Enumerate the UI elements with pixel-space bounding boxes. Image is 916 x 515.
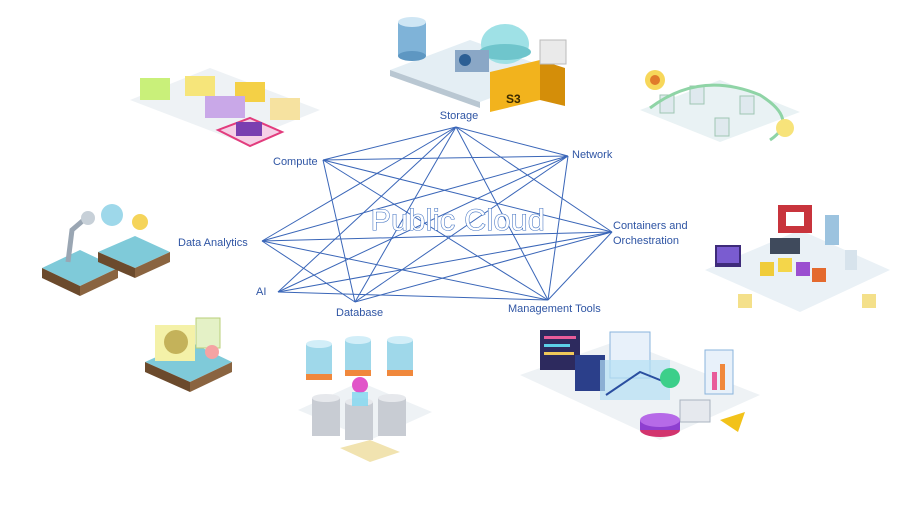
storage-illustration: S3 — [390, 17, 567, 112]
node-label-management-tools: Management Tools — [508, 303, 601, 315]
diagram-title: Public Cloud — [371, 204, 545, 237]
compute-illustration — [130, 68, 320, 148]
data-analytics-illustration — [42, 204, 170, 296]
edge-compute-management — [322, 159, 549, 301]
node-label-network: Network — [572, 149, 613, 161]
edge-containers-management — [547, 231, 613, 301]
edge-containers-ai — [277, 231, 613, 293]
node-label-ai: AI — [256, 286, 266, 298]
edge-ai-management — [277, 291, 549, 301]
edge-storage-network — [455, 126, 569, 157]
node-label-containers-line2: Orchestration — [613, 235, 679, 247]
edge-data-analytics-management — [261, 240, 549, 301]
edge-network-database — [354, 155, 569, 303]
edge-storage-data-analytics — [261, 126, 457, 242]
svg-text:S3: S3 — [506, 92, 521, 106]
edge-network-management — [547, 155, 569, 301]
edge-data-analytics-database — [261, 240, 356, 303]
node-label-storage: Storage — [440, 110, 479, 122]
node-label-compute: Compute — [273, 156, 318, 168]
management-tools-illustration — [520, 330, 760, 440]
edge-network-data-analytics — [261, 155, 569, 242]
containers-illustration — [705, 205, 890, 312]
node-label-data-analytics: Data Analytics — [178, 237, 248, 249]
edge-containers-data-analytics — [261, 231, 613, 242]
edge-storage-compute — [322, 126, 457, 161]
ai-illustration — [145, 317, 232, 392]
database-illustration — [298, 336, 432, 462]
network-illustration — [640, 70, 800, 142]
edge-compute-database — [322, 159, 356, 303]
node-label-containers: Containers and Orchestration — [613, 220, 691, 247]
edge-storage-management — [455, 126, 549, 301]
edge-containers-database — [354, 231, 613, 303]
connector-lines — [261, 126, 613, 303]
edge-storage-ai — [277, 126, 457, 293]
node-label-database: Database — [336, 307, 383, 319]
edge-network-compute — [322, 155, 569, 161]
node-label-containers-line1: Containers and — [613, 220, 688, 232]
edge-network-ai — [277, 155, 569, 293]
edge-storage-database — [354, 126, 457, 303]
edge-compute-containers — [322, 159, 613, 233]
